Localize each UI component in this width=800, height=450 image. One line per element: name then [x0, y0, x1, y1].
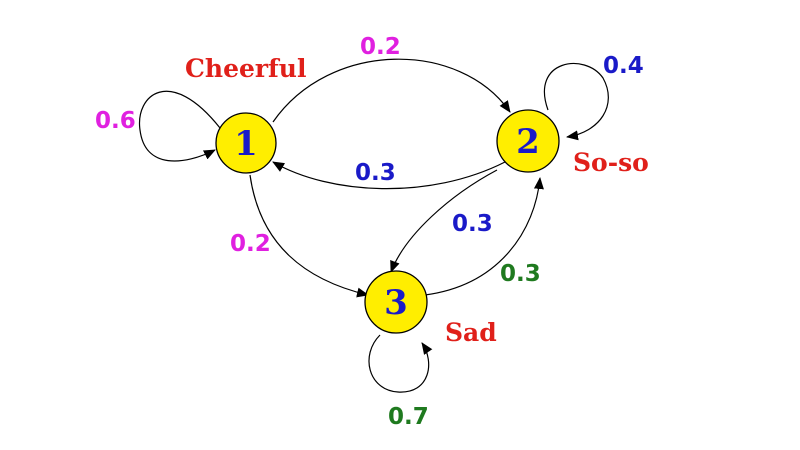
prob-2-1: 0.3	[355, 160, 396, 186]
edge-3-3	[368, 334, 433, 393]
state-node-1-circle	[215, 112, 277, 174]
state-node-2-circle	[496, 109, 560, 173]
prob-1-2: 0.2	[360, 34, 401, 60]
prob-3-2: 0.3	[500, 261, 541, 287]
state-node-3-id: 3	[384, 283, 408, 323]
state-node-2-id: 2	[516, 122, 540, 162]
edge-1-1	[138, 90, 221, 162]
state-node-3-circle	[364, 270, 428, 334]
edge-2-2	[543, 63, 609, 141]
edge-1-3	[249, 174, 369, 298]
prob-1-1: 0.6	[95, 108, 136, 134]
state-label-so-so: So-so	[573, 148, 649, 177]
prob-3-3: 0.7	[388, 404, 429, 430]
edge-3-2	[424, 177, 544, 296]
state-node-3: 3	[364, 270, 428, 334]
prob-1-3: 0.2	[230, 231, 271, 257]
state-label-cheerful: Cheerful	[185, 54, 306, 83]
prob-2-2: 0.4	[603, 53, 644, 79]
edge-2-1	[272, 161, 506, 190]
state-node-2: 2	[496, 109, 560, 173]
edge-1-2	[272, 58, 511, 123]
state-node-1: 1	[215, 112, 277, 174]
state-node-1-id: 1	[234, 124, 258, 164]
state-label-sad: Sad	[445, 318, 497, 347]
edge-2-3	[390, 169, 498, 273]
prob-2-3: 0.3	[452, 211, 493, 237]
